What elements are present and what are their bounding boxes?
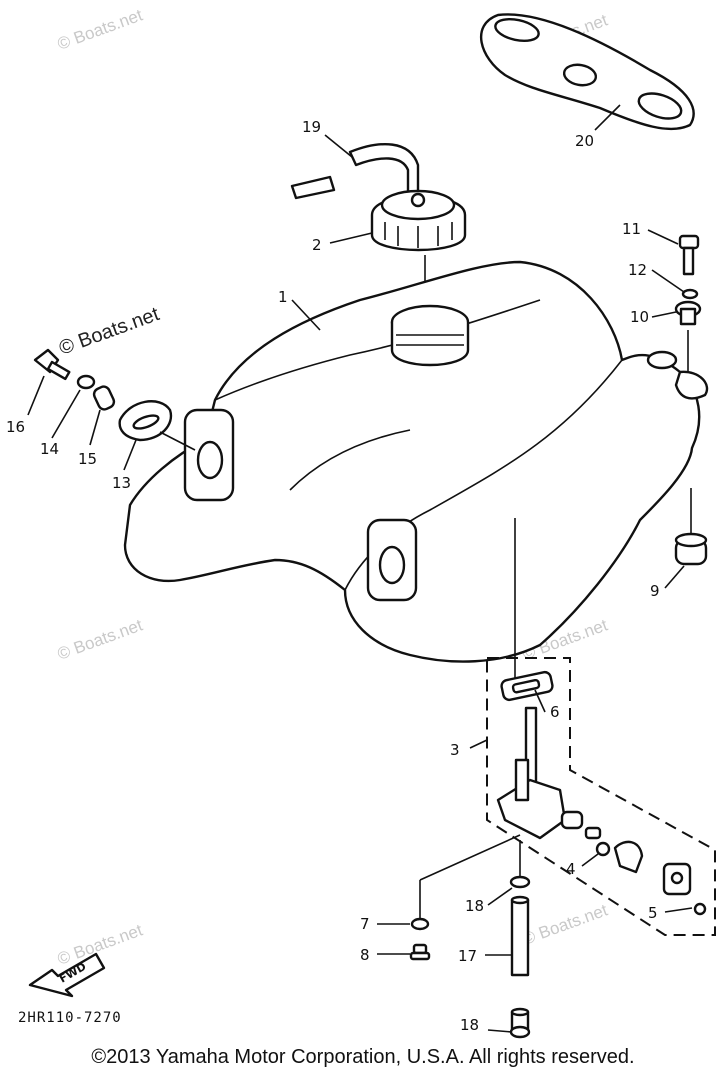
callout-19: 19 <box>302 118 321 136</box>
callout-18-lower: 18 <box>460 1016 479 1034</box>
callout-4: 4 <box>566 860 576 878</box>
callout-16: 16 <box>6 418 25 436</box>
leader-line <box>419 834 521 881</box>
screw-part-5 <box>693 902 707 916</box>
grommet-part-13 <box>118 400 173 442</box>
watermark: © Boats.net <box>55 615 145 663</box>
collar-part-15 <box>92 385 116 411</box>
washer-part-7 <box>410 917 430 931</box>
fwd-arrow-icon: FWD <box>28 952 106 998</box>
lever-knob <box>613 840 644 874</box>
leader-line <box>159 431 196 451</box>
callout-6: 6 <box>550 703 560 721</box>
clip-part-18-lower <box>509 1025 531 1039</box>
bolt-part-11 <box>678 234 700 276</box>
callout-7: 7 <box>360 915 370 933</box>
damper-part-9 <box>674 532 708 566</box>
breather-hose-part-19 <box>290 142 420 200</box>
callout-10: 10 <box>630 308 649 326</box>
fuel-cap-part-2 <box>370 189 467 252</box>
callout-1: 1 <box>278 288 288 306</box>
gasket-plate-part-20 <box>479 13 695 131</box>
callout-17: 17 <box>458 947 477 965</box>
callout-3: 3 <box>450 741 460 759</box>
diagram-code: 2HR110-7270 <box>18 1010 122 1026</box>
watermark-dark: © Boats.net <box>56 303 162 360</box>
fuel-hose-part-17 <box>510 895 530 977</box>
callout-9: 9 <box>650 582 660 600</box>
fuel-cock-assembly-group <box>486 657 716 936</box>
callout-leaders <box>27 104 693 1033</box>
callout-14: 14 <box>40 440 59 458</box>
clip-part-18-upper <box>509 875 531 889</box>
spring <box>584 826 602 840</box>
washer-part-14 <box>76 374 96 390</box>
fuel-cock-body <box>496 706 567 840</box>
bolt-part-16 <box>33 348 71 381</box>
lever-collar <box>560 810 584 830</box>
o-ring-part-4 <box>595 841 611 857</box>
callout-12: 12 <box>628 261 647 279</box>
callout-8: 8 <box>360 946 370 964</box>
callout-20: 20 <box>575 132 594 150</box>
plate-part-5 <box>662 862 692 896</box>
callout-5: 5 <box>648 904 658 922</box>
callout-13: 13 <box>112 474 131 492</box>
callout-15: 15 <box>78 450 97 468</box>
washer-part-12 <box>681 288 699 300</box>
gasket-part-6 <box>500 670 554 702</box>
fuel-tank-part-1 <box>123 260 709 663</box>
callout-2: 2 <box>312 236 322 254</box>
watermark: © Boats.net <box>520 900 610 948</box>
watermark: © Boats.net <box>55 5 145 53</box>
copyright-notice: ©2013 Yamaha Motor Corporation, U.S.A. A… <box>91 1046 635 1068</box>
callout-11: 11 <box>622 220 641 238</box>
callout-18-upper: 18 <box>465 897 484 915</box>
callout-numbers: 1 2 3 4 5 6 7 8 9 10 11 12 13 14 15 16 1… <box>6 118 660 1034</box>
screw-part-8 <box>409 943 431 961</box>
collar-part-10 <box>674 300 702 326</box>
